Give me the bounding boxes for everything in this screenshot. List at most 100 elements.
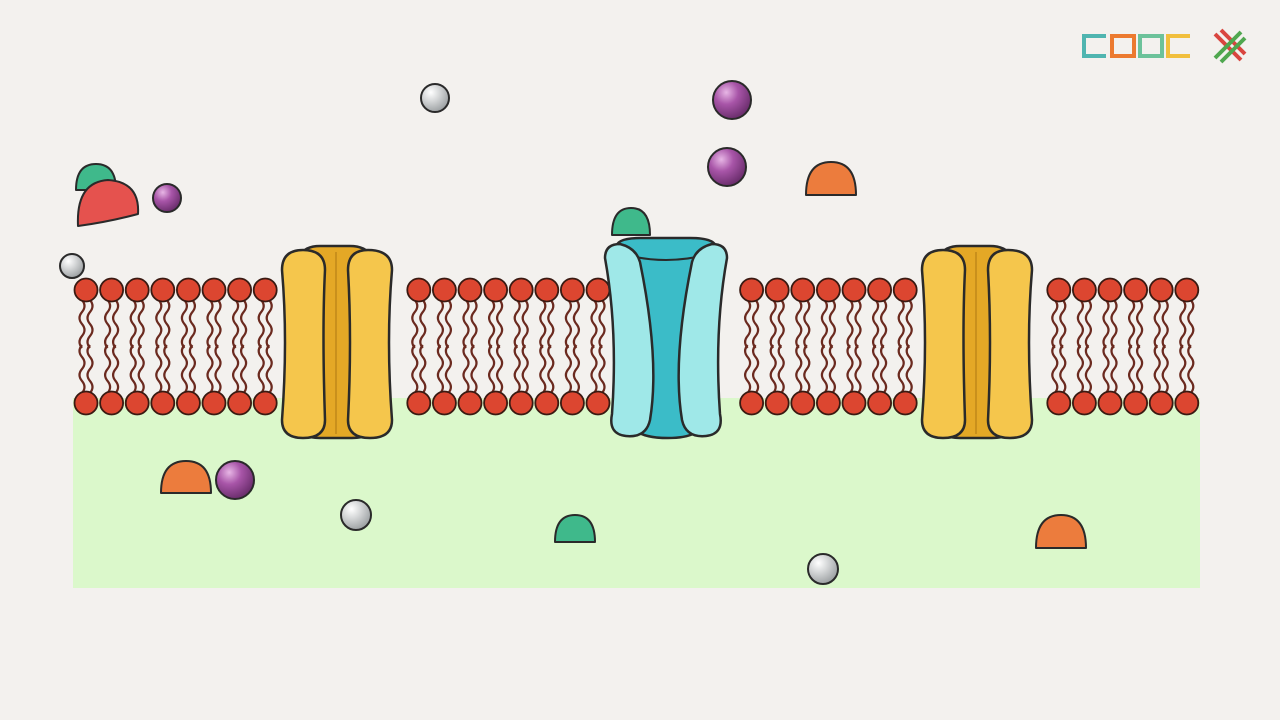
lipid-head [1046, 390, 1072, 416]
lipid-head [457, 390, 483, 416]
lipid-tail [104, 344, 112, 394]
lipid-tail [1128, 299, 1136, 349]
molecule-purple [712, 80, 752, 120]
lipid-tail [419, 299, 427, 349]
lipid-tail [564, 299, 572, 349]
lipid-head [483, 390, 509, 416]
lipid-head [431, 277, 457, 303]
lipid-tail [112, 299, 120, 349]
lipid-tail [1136, 344, 1144, 394]
molecule-orange [160, 460, 212, 494]
molecule-orange [1035, 514, 1087, 549]
lipid-head [406, 390, 432, 416]
lipid-tail [436, 299, 444, 349]
lipid-tail [137, 344, 145, 394]
lipid-head [867, 277, 892, 303]
lipid-head [739, 277, 764, 303]
lipid-head [73, 277, 99, 303]
lipid-tail [1110, 344, 1118, 394]
lipid-head [508, 277, 534, 303]
lipid-head [99, 277, 124, 303]
lipid-head [1123, 277, 1148, 303]
lipid-head [1174, 390, 1200, 416]
lipid-tail [1179, 299, 1187, 349]
lipid-tail [86, 344, 94, 394]
lipid-tail [419, 344, 427, 394]
lipid-tail [155, 299, 163, 349]
lipid-head [585, 390, 611, 416]
lipid-tail [1084, 299, 1092, 349]
lipid-tail [513, 344, 521, 394]
lipid-tail [78, 299, 86, 349]
brand-mark-icon [1213, 28, 1247, 64]
lipid-tail [547, 344, 555, 394]
lipid-tail [1051, 344, 1059, 394]
lipid-tail [86, 299, 94, 349]
molecule-green [554, 514, 596, 543]
lipid-tail [444, 344, 452, 394]
lipid-head [150, 277, 176, 303]
lipid-head [201, 390, 227, 416]
lipid-tail [1110, 299, 1118, 349]
lipid-tail [880, 344, 888, 394]
lipid-head [252, 390, 278, 416]
lipid-head [560, 390, 585, 416]
molecule-green [611, 207, 651, 236]
lipid-head [816, 277, 841, 303]
lipid-tail [820, 344, 828, 394]
lipid-tail [257, 299, 265, 349]
lipid-tail [488, 344, 496, 394]
lipid-tail [240, 299, 248, 349]
lipid-tail [155, 344, 163, 394]
molecules [59, 80, 1087, 585]
lipid-tail [854, 344, 862, 394]
lipid-tail [752, 344, 760, 394]
lipid-head [201, 277, 227, 303]
lipid-tail [1059, 299, 1067, 349]
lipid-tail [129, 344, 137, 394]
lipid-head [406, 277, 432, 303]
lipid-tail [104, 299, 112, 349]
lipid-tail [470, 344, 478, 394]
lipid-head [739, 390, 764, 416]
lipid-tail [564, 344, 572, 394]
lipid-head [816, 390, 841, 416]
lipid-head [150, 390, 176, 416]
lipid-tail [257, 344, 265, 394]
lipid-tail [905, 299, 913, 349]
channel-protein [603, 236, 729, 440]
lipid-tail [744, 344, 752, 394]
lipid-head [73, 390, 99, 416]
lipid-tail [462, 299, 470, 349]
lipid-tail [496, 344, 504, 394]
lipid-tail [1084, 344, 1092, 394]
lipid-tail [513, 299, 521, 349]
molecule-purple [707, 147, 747, 187]
lipid-head [508, 390, 534, 416]
lipid-tail [214, 299, 222, 349]
lipid-head [483, 277, 509, 303]
cooc-logo-icon [1082, 34, 1190, 58]
molecule-purple [215, 460, 255, 500]
lipid-tails [78, 299, 1195, 394]
lipid-tail [872, 299, 880, 349]
lipid-tail [590, 344, 598, 394]
lipid-tail [129, 299, 137, 349]
lipid-head [892, 390, 918, 416]
lipid-head [534, 390, 560, 416]
lipid-tail [1136, 299, 1144, 349]
lipid-head [585, 277, 611, 303]
lipid-tail [897, 344, 905, 394]
carrier-protein-left [280, 244, 394, 440]
molecule-purple [152, 183, 182, 213]
lipid-head [534, 277, 560, 303]
lipid-tail [598, 299, 606, 349]
lipid-tail [1128, 344, 1136, 394]
lipid-tail [163, 344, 171, 394]
lipid-tail [744, 299, 752, 349]
lipid-tail [846, 344, 854, 394]
lipid-head [175, 390, 201, 416]
lipid-tail [905, 344, 913, 394]
lipid-tail [488, 299, 496, 349]
